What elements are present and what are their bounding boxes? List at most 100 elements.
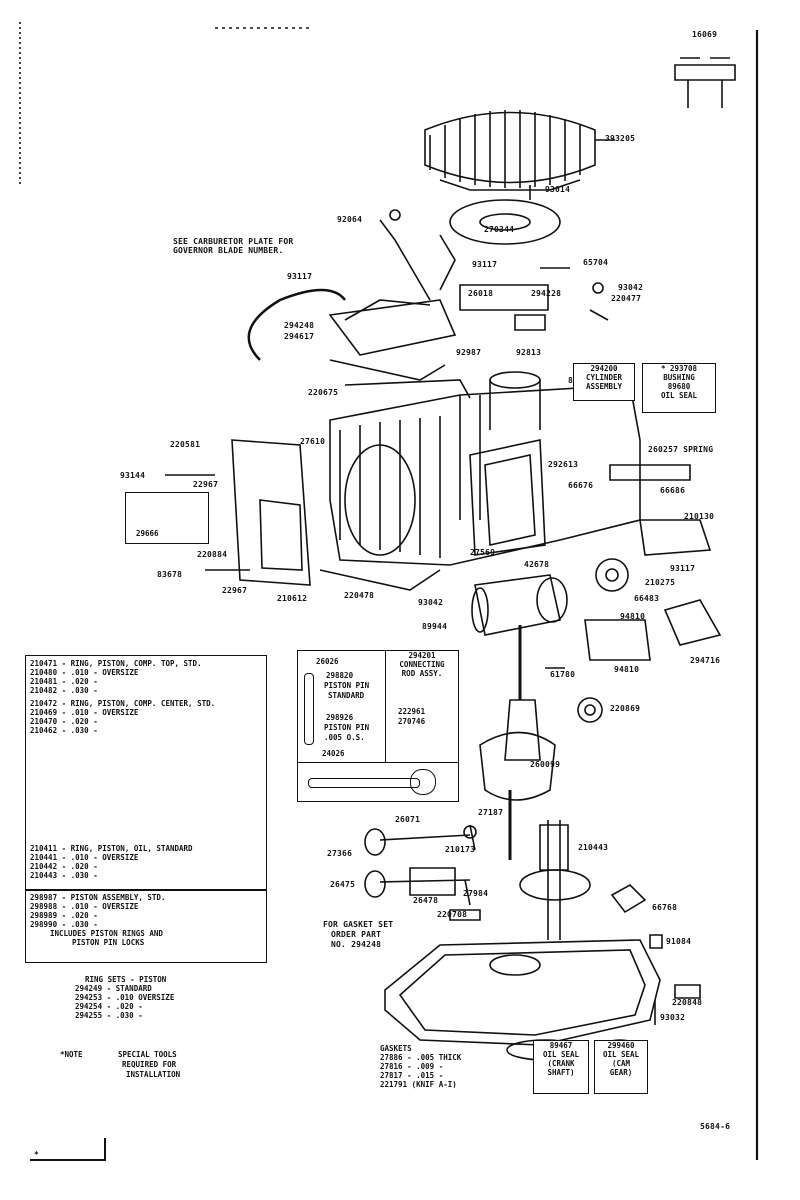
connecting-rod-box: 294201 CONNECTING ROD ASSY. 222961 27074… <box>385 650 459 764</box>
sheet-number: 5684-6 <box>700 1122 731 1131</box>
crank-seal-crank: (CRANK <box>547 1059 575 1068</box>
part-220581-label: 220581 <box>170 440 201 449</box>
part-42678-label: 42678 <box>524 560 550 569</box>
gasket-line1: 27886 - .005 THICK <box>380 1053 462 1062</box>
part-27569-label: 27569 <box>470 548 496 557</box>
part-93042b-label: 93042 <box>418 598 444 607</box>
bushing-seal-box: * 293708 BUSHING 89680 OIL SEAL <box>642 363 716 413</box>
rod-big-end-icon <box>410 769 436 795</box>
part-220869-label: 220869 <box>610 704 641 713</box>
ring-line-13: 298987 - PISTON ASSEMBLY, STD. <box>30 893 166 902</box>
breaker-part-number: 29666 <box>136 529 159 538</box>
part-294617-label: 294617 <box>284 332 315 341</box>
pin-part-26026: 26026 <box>316 657 339 666</box>
pin-part-298820: 298820 <box>326 671 354 680</box>
note-mark: *NOTE <box>60 1050 83 1059</box>
ring-line-15: 298989 - .020 - <box>30 911 98 920</box>
pin-standard-line1: PISTON PIN <box>324 681 370 690</box>
ring-box-divider <box>26 889 266 891</box>
cylinder-assembly-box: 294200 CYLINDER ASSEMBLY <box>573 363 635 401</box>
part-94810-top-label: 94810 <box>620 612 646 621</box>
crank-seal-label: OIL SEAL <box>542 1050 580 1059</box>
cam-seal-gear: GEAR) <box>609 1068 633 1077</box>
ring-set-line2: 294253 - .010 OVERSIZE <box>75 993 175 1002</box>
gaskets-title: GASKETS <box>380 1044 412 1053</box>
gasket-note-line1: FOR GASKET SET <box>323 920 394 929</box>
part-210130-label: 210130 <box>684 512 715 521</box>
rod-part-number: 294201 <box>408 651 436 660</box>
ring-line-12: 210443 - .030 - <box>30 871 98 880</box>
ring-set-line3: 294254 - .020 - <box>75 1002 143 1011</box>
part-210173-label: 210173 <box>445 845 476 854</box>
crank-seal-number: 89467 <box>549 1041 573 1050</box>
oil-seal-part-number: 89680 <box>667 382 691 391</box>
part-22967a-label: 22967 <box>193 480 219 489</box>
corner-mark: * <box>34 1150 40 1159</box>
rod-connecting-label: CONNECTING <box>399 660 445 669</box>
rod-part-270746: 270746 <box>398 717 426 726</box>
ring-line-5: 210472 - RING, PISTON, COMP. CENTER, STD… <box>30 699 216 708</box>
part-22967b-label: 22967 <box>222 586 248 595</box>
ring-line-6: 210469 - .010 - OVERSIZE <box>30 708 139 717</box>
piston-pin-box: 26026 298820 PISTON PIN STANDARD 298926 … <box>297 650 387 764</box>
pin-oversize-line1: PISTON PIN <box>324 723 370 732</box>
part-93042-label: 93042 <box>618 283 644 292</box>
part-210612-label: 210612 <box>277 594 308 603</box>
part-83678-label: 83678 <box>157 570 183 579</box>
part-220477-label: 220477 <box>611 294 642 303</box>
part-92813-label: 92813 <box>516 348 542 357</box>
cam-seal-label: OIL SEAL <box>602 1050 640 1059</box>
part-91084-label: 91084 <box>666 937 692 946</box>
part-393205-label: 393205 <box>605 134 636 143</box>
part-16069-label: 16069 <box>692 30 718 39</box>
ring-line-14: 298988 - .010 - OVERSIZE <box>30 902 139 911</box>
cylinder-part-number: 294200 <box>590 364 618 373</box>
note-line3: INSTALLATION <box>126 1070 181 1079</box>
note-line2: REQUIRED FOR <box>122 1060 177 1069</box>
part-220884-label: 220884 <box>197 550 228 559</box>
part-94810-label: 94810 <box>614 665 640 674</box>
ring-line-10: 210441 - .010 - OVERSIZE <box>30 853 139 862</box>
part-66483-label: 66483 <box>634 594 660 603</box>
note-line1: SPECIAL TOOLS <box>118 1050 177 1059</box>
part-27984-label: 27984 <box>463 889 489 898</box>
bushing-label: BUSHING <box>663 373 695 382</box>
gasket-line2: 27816 - .009 - <box>380 1062 444 1071</box>
ring-line-3: 210481 - .020 - <box>30 677 98 686</box>
part-260099-label: 260099 <box>530 760 561 769</box>
gasket-line4: 221791 (KNIF A-I) <box>380 1080 457 1089</box>
crank-seal-shaft: SHAFT) <box>547 1068 575 1077</box>
ring-line-16: 298990 - .030 - <box>30 920 98 929</box>
part-292613-label: 292613 <box>548 460 579 469</box>
part-61780-label: 61780 <box>550 670 576 679</box>
pin-part-24026: 24026 <box>322 749 345 758</box>
ring-line-7: 210470 - .020 - <box>30 717 98 726</box>
piston-ring-box: 210471 - RING, PISTON, COMP. TOP, STD. 2… <box>25 655 267 963</box>
part-220675-label: 220675 <box>308 388 339 397</box>
part-93014-label: 93014 <box>545 185 571 194</box>
part-294228-label: 294228 <box>531 289 562 298</box>
ring-line-18: PISTON PIN LOCKS <box>72 938 145 947</box>
breaker-box: 29666 <box>125 492 209 544</box>
part-27366-label: 27366 <box>327 849 353 858</box>
part-89944-label: 89944 <box>422 622 448 631</box>
cam-gear-seal-box: 299460 OIL SEAL (CAM GEAR) <box>594 1040 648 1094</box>
carburetor-note-line1: SEE CARBURETOR PLATE FOR <box>173 237 294 246</box>
part-210443-label: 210443 <box>578 843 609 852</box>
gasket-line3: 27817 - .015 - <box>380 1071 444 1080</box>
part-260257-spring-label: 260257 SPRING <box>648 445 714 454</box>
part-93117b-label: 93117 <box>472 260 498 269</box>
pin-oversize-line2: .005 O.S. <box>324 733 365 742</box>
ring-set-line4: 294255 - .030 - <box>75 1011 143 1020</box>
part-210275-label: 210275 <box>645 578 676 587</box>
part-66676-label: 66676 <box>568 481 594 490</box>
part-294716-label: 294716 <box>690 656 721 665</box>
part-270344-label: 270344 <box>484 225 515 234</box>
gasket-note-line2: ORDER PART <box>331 930 382 939</box>
rod-assembly-label: ROD ASSY. <box>401 669 443 678</box>
part-92064-label: 92064 <box>337 215 363 224</box>
part-66686-label: 66686 <box>660 486 686 495</box>
part-26071-label: 26071 <box>395 815 421 824</box>
part-220478-label: 220478 <box>344 591 375 600</box>
